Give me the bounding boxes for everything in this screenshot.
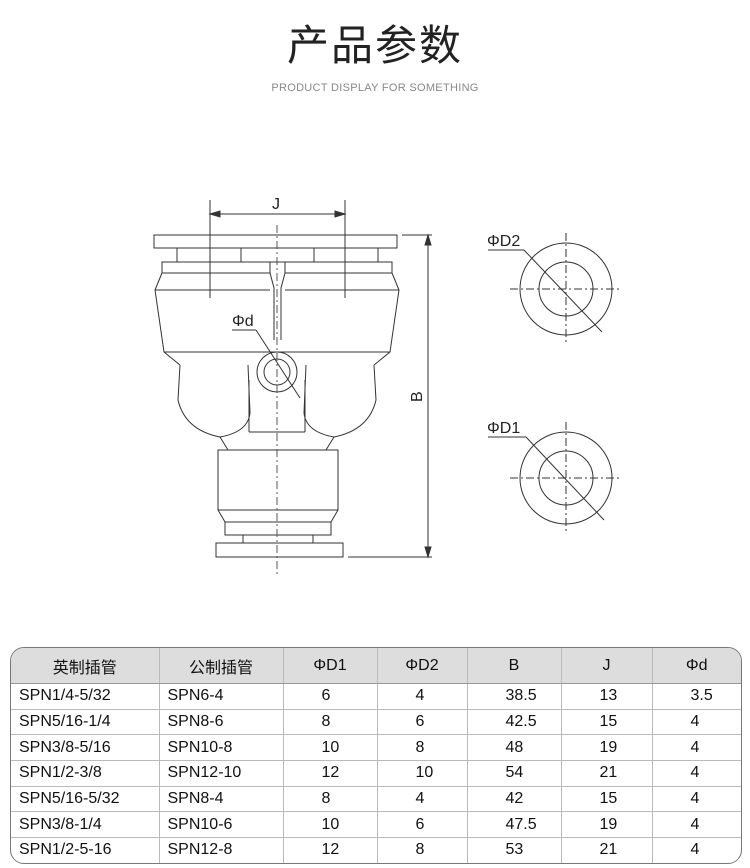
column-header: 公制插管 <box>159 648 284 684</box>
table-cell: SPN1/2-5-16 <box>11 837 160 863</box>
table-cell: 4 <box>652 734 741 762</box>
table-cell: SPN3/8-1/4 <box>11 811 160 839</box>
table-cell: 21 <box>561 760 653 787</box>
table-cell: SPN1/2-3/8 <box>11 760 160 787</box>
table-cell: 42.5 <box>467 709 562 736</box>
table-cell: SPN12-10 <box>159 760 284 787</box>
table-cell: SPN5/16-5/32 <box>11 786 160 813</box>
table-cell: SPN1/4-5/32 <box>11 683 160 710</box>
table-cell: 8 <box>377 734 468 762</box>
table-cell: 4 <box>690 841 700 859</box>
dim-label-b: B <box>409 391 426 402</box>
table-cell: 54 <box>467 760 562 787</box>
table-cell: 6 <box>377 709 468 736</box>
dim-label-d: Φd <box>232 313 254 330</box>
table-cell: 21 <box>561 837 653 863</box>
table-cell: 48 <box>467 734 562 762</box>
page-title: 产品参数 <box>286 21 463 70</box>
table-cell: 4 <box>377 786 468 813</box>
table-cell: 19 <box>561 734 653 762</box>
table-cell: 6 <box>377 811 468 839</box>
table-cell: 10 <box>283 734 378 762</box>
table-cell: SPN10-6 <box>159 811 284 839</box>
technical-drawing: J Φd <box>153 196 622 575</box>
table-cell: 12 <box>283 760 378 787</box>
page-subtitle: PRODUCT DISPLAY FOR SOMETHING <box>271 82 479 94</box>
table-cell: SPN12-8 <box>159 837 284 863</box>
table-cell: 4 <box>652 760 741 787</box>
fitting-front-view: J Φd <box>153 196 432 575</box>
table-header-row: 英制插管 公制插管 ΦD1 ΦD2 B J Φd <box>11 648 741 684</box>
table-cell: 42 <box>467 786 562 813</box>
table-cell: 8 <box>283 786 378 813</box>
table-cell: SPN8-4 <box>159 786 284 813</box>
column-header: Φd <box>652 648 741 684</box>
table-cell: 12 <box>283 837 378 863</box>
table-cell: SPN6-4 <box>159 683 284 710</box>
table-cell: 4 <box>652 811 741 839</box>
table-cell: SPN5/16-1/4 <box>11 709 160 736</box>
table-cell: SPN8-6 <box>159 709 284 736</box>
table-cell: 53 <box>467 837 562 863</box>
dim-label-j: J <box>272 196 280 213</box>
column-header: B <box>467 648 562 684</box>
table-cell: 4 <box>652 786 741 813</box>
table-cell: SPN10-8 <box>159 734 284 762</box>
column-header: 英制插管 <box>11 648 160 684</box>
table-cell: 8 <box>377 837 468 863</box>
d1-end-view: ΦD1 <box>487 420 622 534</box>
table-cell: 10 <box>377 760 468 787</box>
table-cell: 4 <box>652 709 741 736</box>
table-cell: 19 <box>561 811 653 839</box>
dim-label-d1: ΦD1 <box>487 420 520 437</box>
column-header: ΦD2 <box>377 648 468 684</box>
column-header: ΦD1 <box>283 648 378 684</box>
table-cell: 13 <box>561 683 653 710</box>
dim-label-d2: ΦD2 <box>487 233 520 250</box>
table-cell: SPN3/8-5/16 <box>11 734 160 762</box>
table-cell: 15 <box>561 709 653 736</box>
table-cell: 8 <box>283 709 378 736</box>
table-cell: 47.5 <box>467 811 562 839</box>
d2-end-view: ΦD2 <box>487 233 622 345</box>
column-header: J <box>561 648 653 684</box>
table-cell: 6 <box>283 683 378 710</box>
table-cell: 3.5 <box>652 683 741 710</box>
table-cell: 10 <box>283 811 378 839</box>
table-cell: 15 <box>561 786 653 813</box>
table-cell: 38.5 <box>467 683 562 710</box>
table-cell: 4 <box>377 683 468 710</box>
